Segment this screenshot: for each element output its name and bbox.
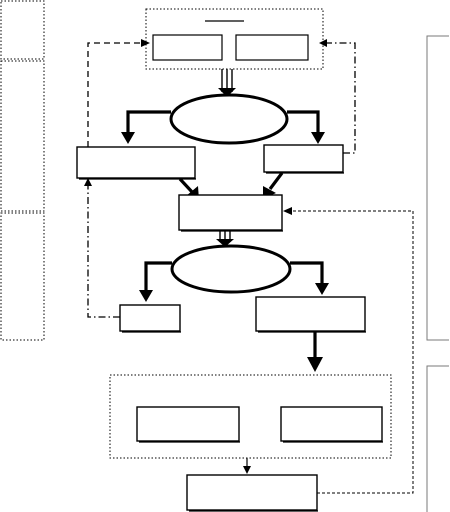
final-step (186, 474, 318, 512)
lower-left-branch (144, 261, 172, 294)
group-box-right (280, 406, 383, 442)
feedback-right-to-source (325, 42, 356, 154)
bottom-group-frame (109, 374, 392, 459)
feedback-lowerleft-to-upperleft-head (84, 178, 92, 186)
feedback-right-to-source-head (319, 39, 327, 47)
lower-results (119, 296, 366, 333)
source-to-decision-arrow (218, 69, 236, 97)
stage-box-1 (0, 0, 45, 60)
upper-right-result-box (263, 144, 344, 173)
lower-right-branch-head (315, 283, 329, 295)
lower-right-result-box (255, 296, 366, 332)
lower-decision (170, 244, 292, 294)
feedback-left-to-source-head (141, 39, 150, 47)
lower-left-branch-head (139, 290, 153, 302)
stage-box-2 (0, 60, 45, 212)
feedback-final-to-merge (290, 210, 414, 494)
right-to-merge-arrow (268, 172, 284, 190)
left-to-merge-arrow (178, 177, 195, 195)
upper-left-branch (126, 110, 171, 136)
right-panel-upper (426, 35, 449, 341)
upper-right-branch (287, 110, 320, 136)
source-box-right (235, 34, 309, 61)
feedback-final-to-merge-head (283, 207, 292, 215)
lower-left-result-box (119, 304, 181, 332)
upper-right-branch-head (311, 132, 325, 144)
group-box-left (136, 406, 240, 442)
merge-to-decision-arrow (216, 231, 234, 247)
left-stage-column (0, 0, 45, 341)
merge-step-box (178, 194, 283, 231)
upper-decision (169, 93, 289, 145)
lower-decision-ellipse (170, 244, 292, 294)
right-panels (426, 35, 449, 512)
upper-left-branch-head (121, 132, 135, 144)
to-group-arrow-head (307, 357, 323, 372)
upper-decision-ellipse (169, 93, 289, 145)
source-group-frame (145, 8, 324, 70)
feedback-lowerleft-to-upperleft (87, 184, 120, 318)
source-group (145, 8, 324, 70)
source-box-left (152, 34, 223, 61)
final-step-box (186, 474, 318, 511)
upper-results (76, 144, 344, 180)
bottom-group (109, 374, 392, 459)
right-panel-lower (426, 365, 449, 512)
stage-box-3 (0, 212, 45, 341)
group-to-final-head (243, 466, 251, 474)
feedback-left-to-source (87, 42, 143, 147)
lower-right-branch (290, 261, 324, 287)
upper-left-result-box (76, 146, 196, 179)
merge-step (178, 194, 283, 232)
